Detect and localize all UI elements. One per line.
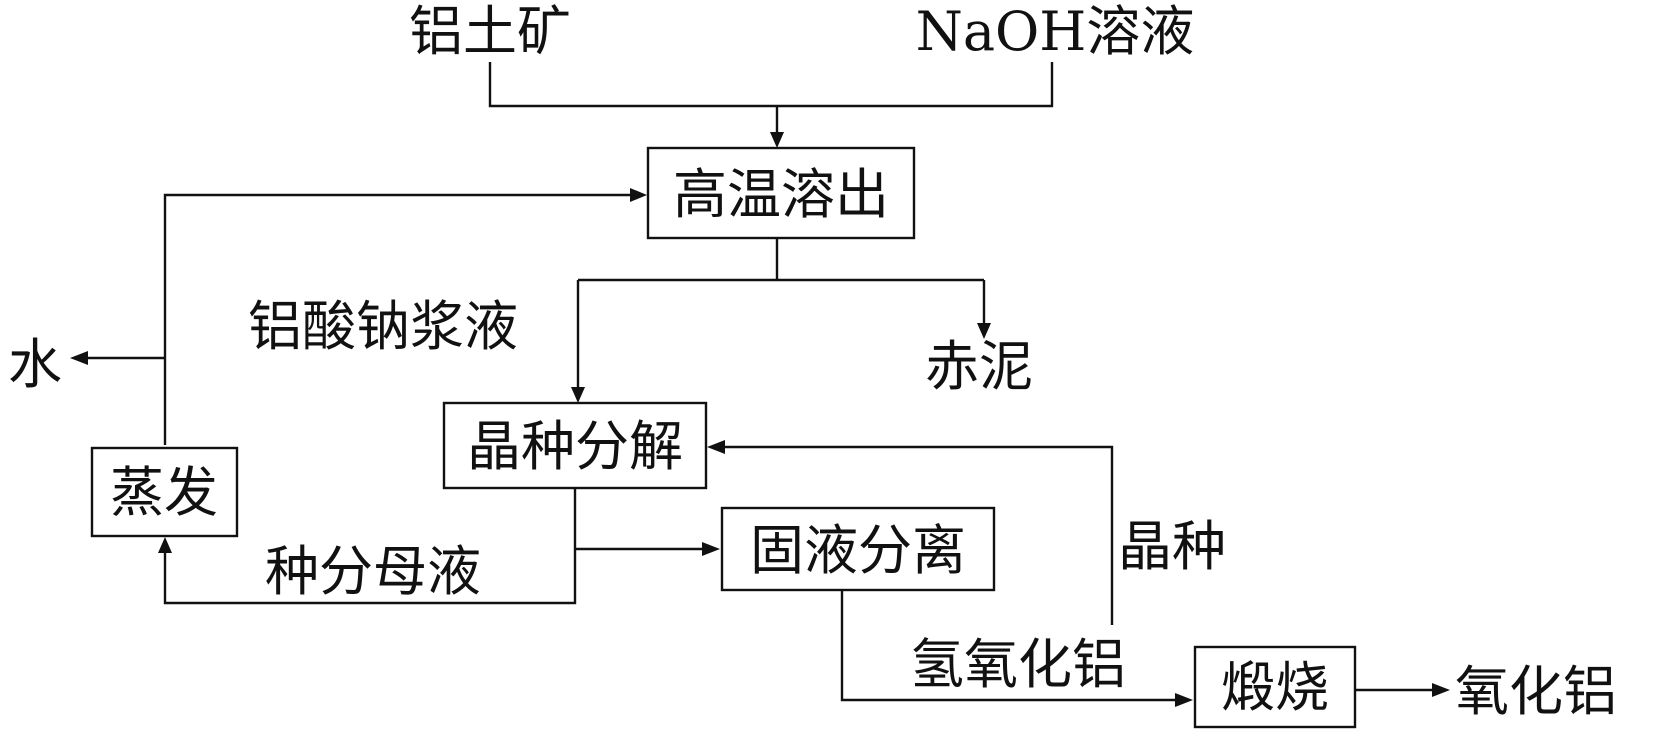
input-bauxite-label: 铝土矿 xyxy=(409,0,571,63)
arrow-into-dissolution-recycle xyxy=(630,188,647,202)
arrow-to-water xyxy=(70,351,88,365)
label-red-mud: 赤泥 xyxy=(925,335,1033,398)
connector-separation-to-calcination xyxy=(840,590,1175,702)
arrow-into-calcination xyxy=(1175,693,1193,707)
connector-dissolution-split xyxy=(576,238,986,387)
box-solid-liquid-separation-label: 固液分离 xyxy=(750,519,966,582)
label-seed-mother-liquor: 种分母液 xyxy=(265,540,481,603)
label-seed-crystal: 晶种 xyxy=(1118,515,1226,578)
label-alumina: 氧化铝 xyxy=(1455,660,1617,723)
arrow-into-separation xyxy=(702,542,720,556)
box-calcination-label: 煅烧 xyxy=(1221,656,1329,719)
box-dissolution-label: 高温溶出 xyxy=(673,163,889,226)
box-calcination: 煅烧 xyxy=(1193,645,1357,729)
box-seeded-decomposition: 晶种分解 xyxy=(442,401,708,490)
box-seeded-decomposition-label: 晶种分解 xyxy=(467,415,683,478)
arrow-into-decomposition xyxy=(571,387,585,403)
box-dissolution: 高温溶出 xyxy=(646,146,916,240)
arrow-into-evaporation xyxy=(158,537,172,553)
connector-seed-crystal-return xyxy=(725,445,1114,625)
box-evaporation: 蒸发 xyxy=(90,446,239,538)
box-solid-liquid-separation: 固液分离 xyxy=(720,506,996,592)
label-aluminum-hydroxide: 氢氧化铝 xyxy=(910,633,1126,696)
arrow-into-dissolution xyxy=(770,132,784,148)
box-evaporation-label: 蒸发 xyxy=(110,461,218,524)
arrow-to-red-mud xyxy=(977,323,991,339)
arrow-seed-into-decomposition xyxy=(707,440,725,454)
connector-evaporation-recycle xyxy=(88,193,630,445)
connector-inputs-merge xyxy=(488,62,1054,132)
label-sodium-aluminate-slurry: 铝酸钠浆液 xyxy=(248,295,518,358)
arrow-to-alumina xyxy=(1432,683,1450,697)
connector-decomposition-outflow xyxy=(163,488,702,605)
input-naoh-label: NaOH溶液 xyxy=(916,0,1195,63)
label-water: 水 xyxy=(8,333,62,396)
